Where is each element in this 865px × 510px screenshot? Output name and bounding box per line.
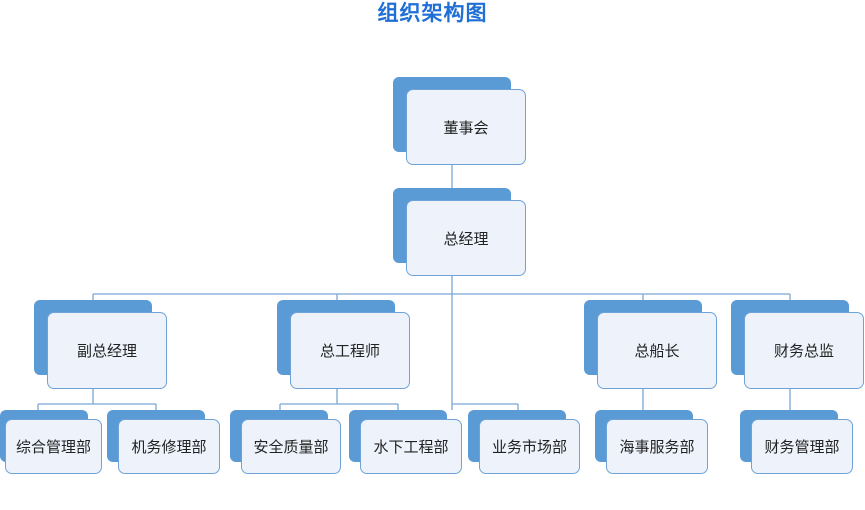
node-marine-services-dept: 海事服务部	[595, 410, 708, 474]
diagram-title: 组织架构图	[377, 1, 488, 25]
node-label: 财务管理部	[764, 438, 840, 456]
node-chief-engineer: 总工程师	[277, 300, 410, 389]
node-captain: 总船长	[584, 300, 717, 389]
node-label: 董事会	[443, 118, 489, 137]
node-finance-director: 财务总监	[731, 300, 864, 389]
node-label: 机务修理部	[131, 438, 207, 456]
node-label: 总经理	[443, 229, 489, 248]
node-general-management-dept: 综合管理部	[0, 410, 102, 474]
node-finance-management-dept: 财务管理部	[740, 410, 853, 474]
node-deputy-gm: 副总经理	[34, 300, 167, 389]
node-label: 水下工程部	[373, 438, 449, 456]
node-safety-quality-dept: 安全质量部	[230, 410, 341, 474]
node-label: 财务总监	[773, 342, 834, 360]
node-label: 业务市场部	[491, 438, 567, 456]
node-label: 总船长	[634, 342, 680, 360]
node-label: 海事服务部	[619, 438, 695, 456]
node-maintenance-dept: 机务修理部	[107, 410, 220, 474]
node-label: 综合管理部	[15, 438, 91, 456]
node-label: 副总经理	[76, 342, 137, 360]
node-general-manager: 总经理	[393, 188, 526, 276]
node-business-market-dept: 业务市场部	[468, 410, 580, 474]
node-underwater-engineering-dept: 水下工程部	[349, 410, 462, 474]
node-board: 董事会	[393, 77, 526, 165]
node-label: 安全质量部	[253, 438, 329, 456]
node-label: 总工程师	[319, 342, 380, 360]
